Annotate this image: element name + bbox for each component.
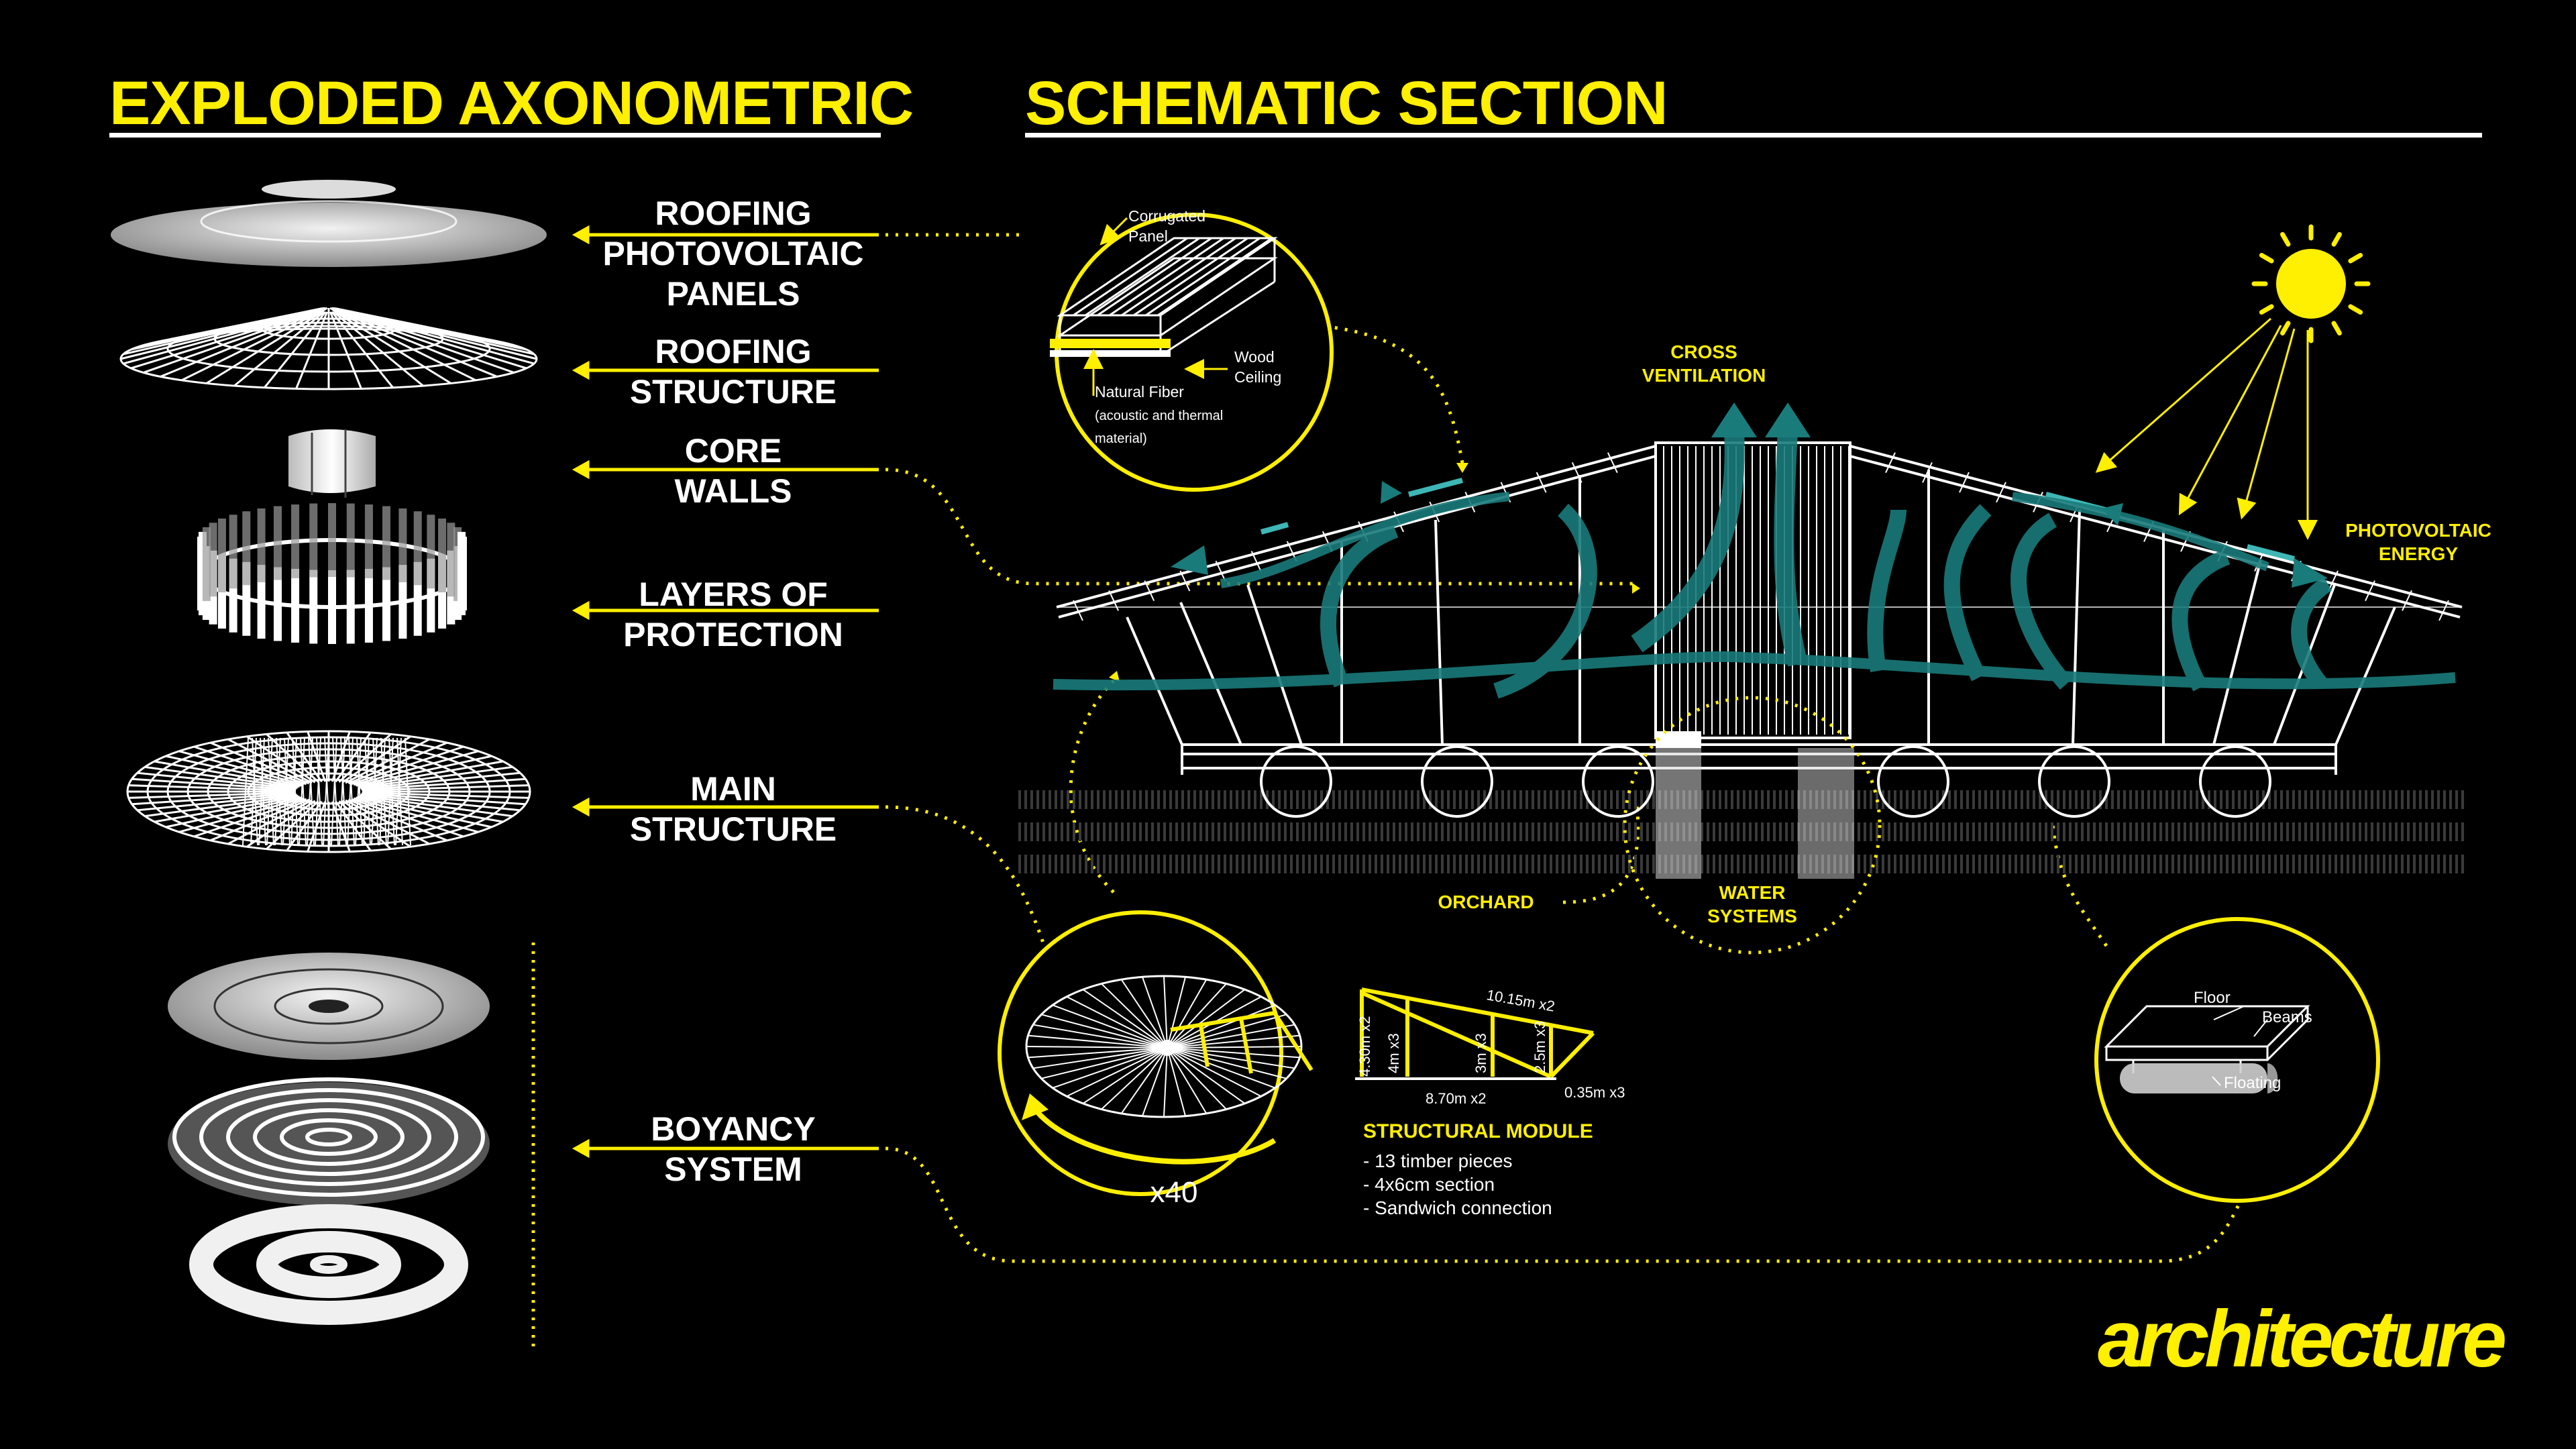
float-detail-callout: Floor Beams Floating [2094, 917, 2380, 1203]
svg-text:(acoustic and thermal: (acoustic and thermal [1095, 409, 1223, 423]
svg-text:Panel: Panel [1128, 227, 1168, 245]
section-underline [1025, 133, 2482, 138]
module-bullet-3: - Sandwich connection [1363, 1197, 1552, 1218]
corrugated-panel-label: Corrugated [1128, 207, 1205, 225]
water-systems-label: WATER [1719, 882, 1785, 903]
label-pointers [572, 225, 879, 1159]
dim-inner-1: 4m x3 [1385, 1033, 1402, 1073]
layer-roofing-structure-drawing [119, 307, 538, 390]
floating-label: Floating [2224, 1074, 2281, 1092]
label-layers-of-protection: LAYERS OF PROTECTION [623, 576, 843, 653]
layer-main-structure-drawing [126, 730, 531, 853]
label-main-structure: MAIN STRUCTURE [629, 770, 837, 848]
roof-detail-callout: Corrugated Panel Wood Ceiling Natural Fi… [1050, 207, 1334, 492]
wood-ceiling-label: Wood [1234, 348, 1275, 366]
svg-text:material): material) [1095, 431, 1147, 446]
axonometric-underline [109, 133, 881, 138]
beams-label: Beams [2262, 1008, 2312, 1026]
dim-top: 10.15m x2 [1485, 986, 1556, 1014]
dim-inner-2: 3m x3 [1472, 1033, 1489, 1073]
floats [1260, 745, 2271, 818]
dim-left: 4.30m x2 [1356, 1016, 1373, 1077]
label-boyancy-system: BOYANCY SYSTEM [651, 1110, 816, 1188]
cross-ventilation-label: CROSS [1670, 341, 1737, 362]
layer-roofing-panels-drawing [111, 180, 547, 267]
sun [2095, 224, 2371, 540]
svg-text:ENERGY: ENERGY [2379, 543, 2459, 564]
label-core-walls: CORE WALLS [674, 432, 792, 510]
module-dimension-drawing: 10.15m x2 4.30m x2 4m x3 3m x3 2.5m x3 8… [1355, 986, 1625, 1218]
brand-logo: architecture [2098, 1294, 2507, 1384]
label-roofing-structure: ROOFING STRUCTURE [629, 333, 837, 411]
svg-text:VENTILATION: VENTILATION [1642, 365, 1766, 386]
flow-arrowheads [1171, 402, 2328, 588]
house-structure [1056, 445, 2463, 745]
photovoltaic-energy-label: PHOTOVOLTAIC [2345, 520, 2491, 541]
svg-text:Ceiling: Ceiling [1234, 368, 1281, 386]
svg-text:SYSTEMS: SYSTEMS [1707, 906, 1797, 926]
structural-module-callout: x40 [998, 910, 1313, 1209]
water-systems-callout-ring [1623, 696, 1882, 955]
structural-module-title: STRUCTURAL MODULE [1363, 1120, 1593, 1142]
platform [1181, 743, 2337, 775]
section-heading: SCHEMATIC SECTION [1025, 69, 1668, 138]
dim-inner-3: 2.5m x3 [1532, 1021, 1548, 1073]
label-roofing-pv-panels: ROOFING PHOTOVOLTAIC PANELS [602, 195, 864, 313]
axonometric-heading: EXPLODED AXONOMETRIC [109, 69, 914, 138]
natural-fiber-label: Natural Fiber [1095, 383, 1184, 400]
layer-protection-drawing [197, 503, 467, 644]
orchard-label: ORCHARD [1438, 892, 1534, 912]
module-bullet-1: - 13 timber pieces [1363, 1150, 1513, 1171]
dim-right: 0.35m x3 [1564, 1084, 1625, 1101]
core-and-tanks [1654, 441, 1854, 879]
ventilation-flows [1053, 429, 2456, 699]
layer-boyancy-drawing [168, 953, 490, 1325]
module-multiplier: x40 [1150, 1176, 1198, 1209]
floor-label: Floor [2194, 989, 2231, 1007]
module-bullet-2: - 4x6cm section [1363, 1174, 1495, 1195]
ground-hatch [1018, 790, 2464, 873]
dotted-connectors [885, 233, 2243, 1263]
layer-core-walls-drawing [288, 429, 376, 498]
dim-bottom: 8.70m x2 [1426, 1090, 1487, 1107]
